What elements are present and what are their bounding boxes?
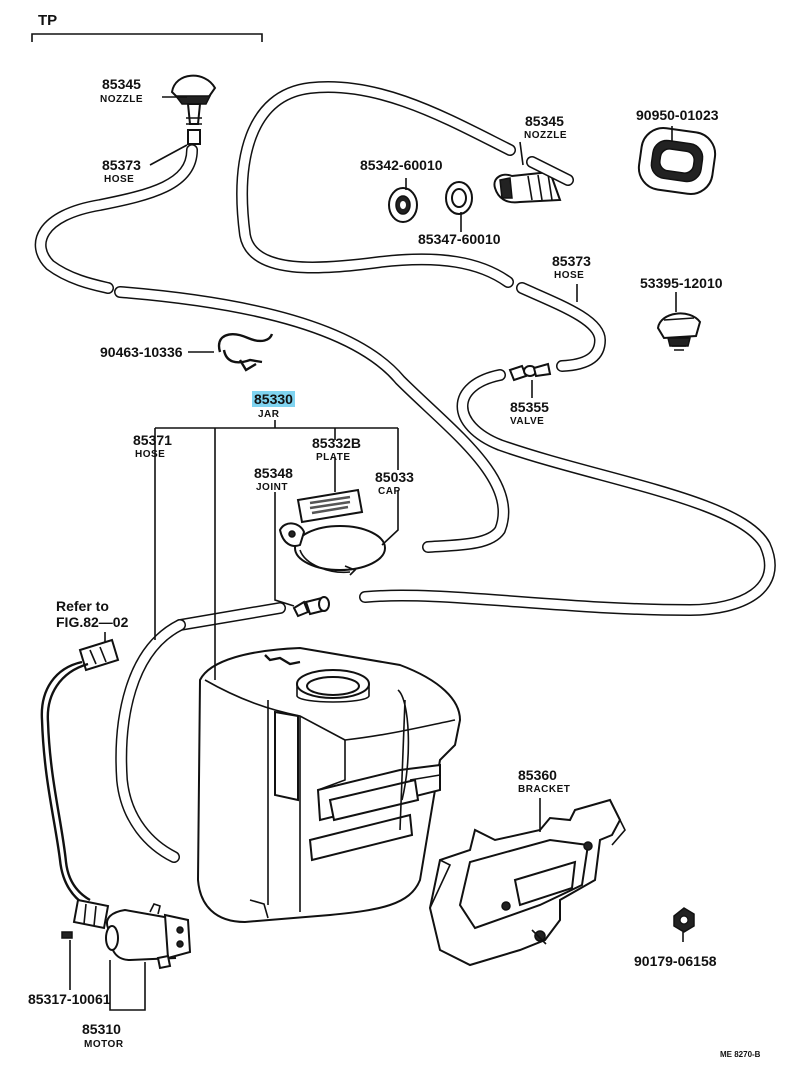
hose-left (34, 144, 198, 294)
footer-code: ME 8270-B (720, 1050, 761, 1059)
hose-right-upper (516, 282, 606, 372)
part-name-joint: JOINT (256, 482, 288, 493)
grommet-a (388, 187, 418, 223)
part-name-cap: CAP (378, 486, 401, 497)
seal-grommet (637, 126, 717, 196)
part-number-plate[interactable]: 85332B (312, 435, 362, 451)
part-number-hose-right[interactable]: 85373 (552, 253, 591, 269)
part-number-hose-left[interactable]: 85373 (102, 157, 141, 173)
part-number-screw[interactable]: 85317-10061 (28, 991, 111, 1007)
part-name-plate: PLATE (316, 452, 351, 463)
part-number-jar[interactable]: 85330 (252, 391, 295, 407)
part-number-nozzle-alt[interactable]: 53395-12010 (640, 275, 723, 291)
part-number-nut[interactable]: 90179-06158 (634, 953, 717, 969)
cap (278, 522, 386, 576)
part-name-nozzle-right: NOZZLE (524, 130, 567, 141)
jar (196, 646, 462, 924)
grommet-b (445, 181, 473, 215)
part-name-nozzle-left: NOZZLE (100, 94, 143, 105)
part-name-motor: MOTOR (84, 1039, 124, 1050)
clip (217, 333, 274, 372)
hose-right-loop (359, 369, 776, 616)
part-name-hose-right: HOSE (554, 270, 585, 281)
motor (61, 903, 192, 970)
part-number-grommet-b[interactable]: 85347-60010 (418, 231, 501, 247)
bracket (428, 798, 626, 967)
part-name-hose-main: HOSE (135, 449, 166, 460)
part-number-cap[interactable]: 85033 (375, 469, 414, 485)
hose-main-to-motor (115, 619, 186, 863)
valve (508, 362, 552, 382)
part-name-hose-left: HOSE (104, 174, 135, 185)
part-number-motor[interactable]: 85310 (82, 1021, 121, 1037)
jar-highlight: 85330 (252, 391, 295, 407)
reference-line1[interactable]: Refer to (56, 598, 109, 614)
joint (292, 596, 330, 618)
part-number-valve[interactable]: 85355 (510, 399, 549, 415)
hose-short-joint (174, 602, 286, 631)
plate (296, 488, 364, 524)
part-number-hose-main[interactable]: 85371 (133, 432, 172, 448)
part-name-jar: JAR (258, 409, 280, 420)
hose-upper-loop (236, 81, 516, 288)
nozzle-right (493, 156, 574, 204)
part-number-clip[interactable]: 90463-10336 (100, 344, 183, 360)
part-number-joint[interactable]: 85348 (254, 465, 293, 481)
header-bracket (31, 33, 263, 42)
part-name-valve: VALVE (510, 416, 545, 427)
wiring-harness (40, 638, 120, 930)
nozzle-left (170, 74, 217, 145)
nozzle-alt (656, 312, 702, 351)
part-number-seal[interactable]: 90950-01023 (636, 107, 719, 123)
part-number-nozzle-left[interactable]: 85345 (102, 76, 141, 92)
part-number-nozzle-right[interactable]: 85345 (525, 113, 564, 129)
section-label: TP (38, 12, 58, 29)
part-number-grommet-a[interactable]: 85342-60010 (360, 157, 443, 173)
part-number-bracket[interactable]: 85360 (518, 767, 557, 783)
hose-long-upper (114, 286, 510, 553)
nut (673, 907, 695, 933)
leader-lines (69, 96, 684, 1011)
part-name-bracket: BRACKET (518, 784, 571, 795)
reference-line2[interactable]: FIG.82—02 (56, 614, 129, 630)
